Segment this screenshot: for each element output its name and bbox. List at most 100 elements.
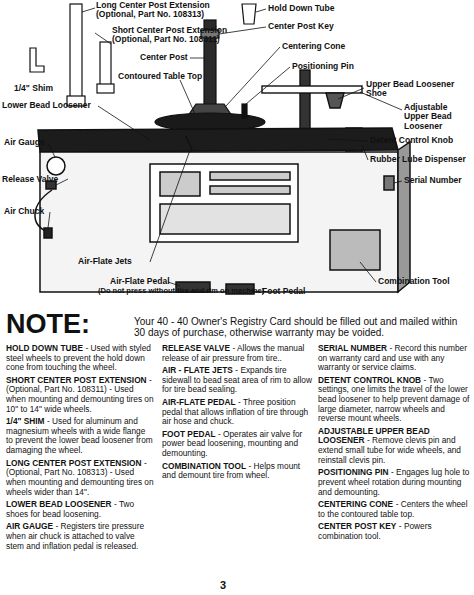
description-term: DETENT CONTROL KNOB bbox=[318, 375, 421, 385]
callout-label: Centering Cone bbox=[282, 42, 372, 51]
description-term: FOOT PEDAL bbox=[162, 429, 215, 439]
description-term: POSITIONING PIN bbox=[318, 467, 389, 477]
leader-line bbox=[362, 145, 368, 160]
description-entry: CENTERING CONE- Centers the wheel to the… bbox=[318, 500, 470, 519]
description-entry: AIR GAUGE- Registers tire pressure when … bbox=[6, 522, 154, 551]
cabinet bbox=[35, 128, 410, 294]
description-term: LONG CENTER POST EXTENSION bbox=[6, 458, 142, 468]
serial-plate bbox=[384, 176, 394, 190]
description-entry: RELEASE VALVE- Allows the manual release… bbox=[162, 344, 312, 363]
air-chuck bbox=[44, 228, 52, 238]
callout-label: Upper Bead Loosener Shoe bbox=[366, 80, 474, 99]
note-text: Your 40 - 40 Owner's Registry Card shoul… bbox=[134, 316, 468, 338]
description-term: HOLD DOWN TUBE bbox=[6, 343, 83, 353]
short-extension bbox=[100, 42, 111, 90]
description-term: SHORT CENTER POST EXTENSION bbox=[6, 375, 147, 385]
description-term: RELEASE VALVE bbox=[162, 343, 230, 353]
callout-label: Release Valve bbox=[2, 175, 72, 184]
description-term: AIR - FLATE JETS bbox=[162, 365, 233, 375]
cabinet-lid bbox=[38, 128, 398, 152]
description-entry: AIR - FLATE JETS- Expands tire sidewall … bbox=[162, 366, 312, 395]
callout-label: 1/4" Shim bbox=[14, 84, 74, 93]
callout-label: Air-Flate Pedal bbox=[110, 277, 190, 286]
description-column: SERIAL NUMBER- Record this number on war… bbox=[318, 344, 470, 545]
leader-line bbox=[48, 212, 50, 228]
leader-line bbox=[150, 150, 190, 262]
callout-label: Foot Pedal bbox=[262, 287, 332, 296]
callout-label: Hold Down Tube bbox=[268, 4, 368, 13]
warning-label bbox=[160, 204, 290, 234]
leader-line bbox=[168, 282, 180, 286]
description-entry: POSITIONING PIN- Engages lug hole to pre… bbox=[318, 468, 470, 497]
leader-lines bbox=[48, 8, 402, 292]
callout-label: Combination Tool bbox=[378, 277, 474, 286]
description-term: SERIAL NUMBER bbox=[318, 343, 387, 353]
long-extension bbox=[70, 4, 82, 104]
description-entry: COMBINATION TOOL- Helps mount and demoun… bbox=[162, 462, 312, 481]
short-extension-base bbox=[97, 84, 114, 93]
callout-label: Serial Number bbox=[404, 176, 474, 185]
leader-line bbox=[394, 181, 402, 183]
leader-line bbox=[226, 47, 280, 106]
air-flate-jet bbox=[186, 136, 192, 150]
hold-down-tube bbox=[242, 4, 256, 24]
leader-line bbox=[48, 143, 55, 157]
callout-label: Air Gauge bbox=[4, 138, 64, 147]
leader-line bbox=[98, 106, 150, 140]
description-entry: FOOT PEDAL- Operates air valve for power… bbox=[162, 430, 312, 459]
leader-line bbox=[246, 67, 290, 104]
description-term: 1/4" SHIM bbox=[6, 416, 45, 426]
description-entry: HOLD DOWN TUBE- Used with styled steel w… bbox=[6, 344, 154, 373]
positioning-pin bbox=[242, 104, 247, 118]
note-heading: NOTE: bbox=[6, 310, 126, 340]
leader-line bbox=[327, 139, 368, 141]
description-entry: LOWER BEAD LOOSENER- Two shoes for bead … bbox=[6, 500, 154, 519]
leader-line bbox=[95, 33, 111, 44]
description-entry: SERIAL NUMBER- Record this number on war… bbox=[318, 344, 470, 373]
description-column: RELEASE VALVE- Allows the manual release… bbox=[162, 344, 312, 484]
callout-label: Center Post Key bbox=[268, 22, 368, 31]
description-entry: LONG CENTER POST EXTENSION- (Optional, P… bbox=[6, 459, 154, 497]
leader-line bbox=[82, 8, 95, 12]
description-entry: 1/4" SHIM- Used for aluminum and magnesi… bbox=[6, 417, 154, 455]
callout-label: Air-Flate Jets bbox=[78, 257, 168, 266]
warning-label bbox=[160, 172, 200, 196]
description-entry: AIR-FLATE PEDAL- Three position pedal th… bbox=[162, 398, 312, 427]
callout-label: Long Center Post Extension (Optional, Pa… bbox=[96, 1, 234, 20]
description-column: HOLD DOWN TUBE- Used with styled steel w… bbox=[6, 344, 154, 554]
callout-label: Center Post bbox=[140, 53, 200, 62]
description-term: AIR-FLATE PEDAL bbox=[162, 397, 236, 407]
callout-label: Adjustable Upper Bead Loosener bbox=[404, 103, 474, 131]
description-term: LOWER BEAD LOOSENER bbox=[6, 499, 112, 509]
loosener-arm bbox=[262, 86, 362, 93]
callout-label: Short Center Post Extension (Optional, P… bbox=[112, 26, 250, 45]
front-panel bbox=[150, 164, 298, 242]
cabinet-side bbox=[398, 142, 410, 292]
description-entry: CENTER POST KEY- Powers combination tool… bbox=[318, 522, 470, 541]
cabinet-front bbox=[40, 152, 398, 292]
description-term: COMBINATION TOOL bbox=[162, 461, 246, 471]
warning-label bbox=[210, 186, 290, 194]
callout-label: Air Chuck bbox=[4, 207, 64, 216]
callout-label: Rubber Lube Dispenser bbox=[370, 155, 474, 164]
page-number: 3 bbox=[220, 579, 250, 591]
description-term: AIR GAUGE bbox=[6, 521, 53, 531]
callout-label: Positioning Pin bbox=[292, 62, 382, 71]
description-entry: ADJUSTABLE UPPER BEAD LOOSENER- Remove c… bbox=[318, 427, 470, 465]
shim bbox=[30, 48, 44, 72]
leader-line bbox=[360, 262, 376, 282]
description-term: CENTER POST KEY bbox=[318, 521, 396, 531]
description-entry: SHORT CENTER POST EXTENSION- (Optional, … bbox=[6, 376, 154, 414]
loosener-shoe bbox=[326, 93, 344, 108]
description-entry: DETENT CONTROL KNOB- Two settings, one l… bbox=[318, 376, 470, 424]
callout-label: Lower Bead Loosener bbox=[2, 101, 112, 110]
warning-label bbox=[210, 172, 290, 180]
leader-line bbox=[190, 58, 204, 59]
description-term: CENTERING CONE bbox=[318, 499, 393, 509]
air-gauge bbox=[47, 157, 65, 175]
leader-line bbox=[180, 80, 195, 114]
loosener-post bbox=[300, 70, 310, 132]
leader-line bbox=[256, 9, 266, 12]
callout-label: Contoured Table Top bbox=[118, 72, 228, 81]
